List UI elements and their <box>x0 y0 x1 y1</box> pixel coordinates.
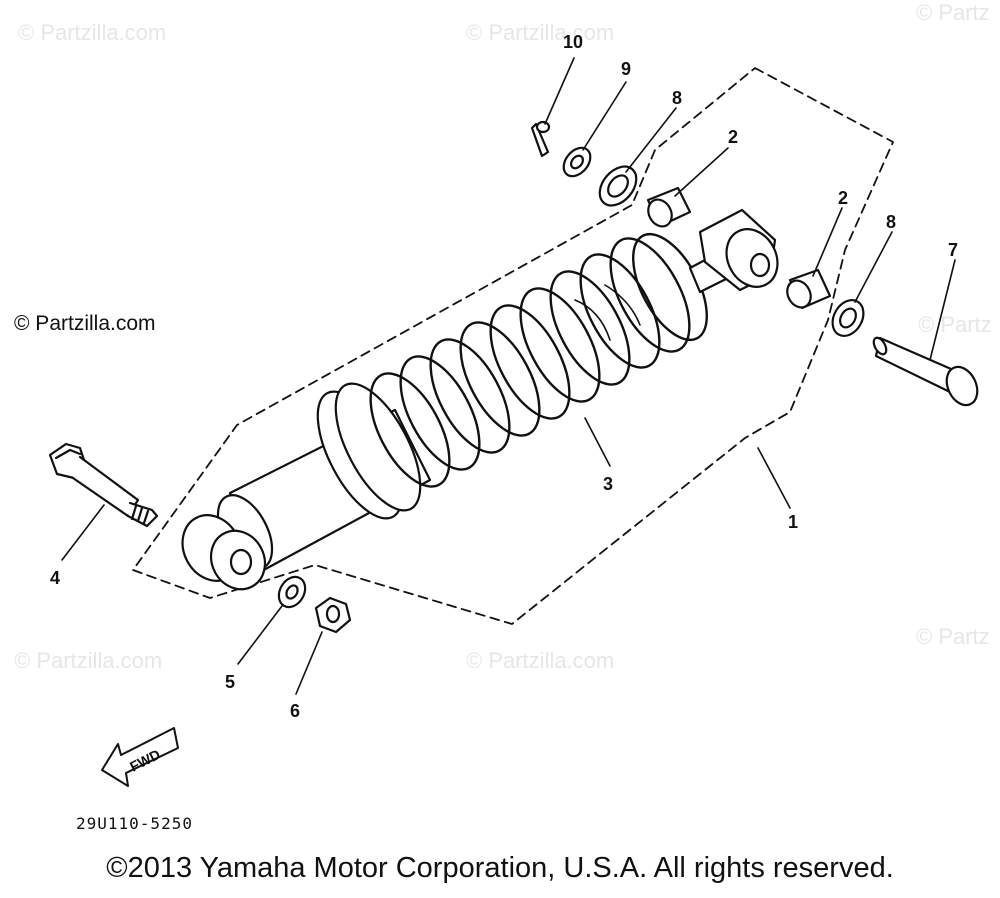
part-seal-right <box>831 299 865 337</box>
callout-9: 9 <box>621 59 631 79</box>
copyright-notice: ©2013 Yamaha Motor Corporation, U.S.A. A… <box>106 852 894 884</box>
leader-8-upper <box>625 107 677 173</box>
leader-1 <box>757 447 791 509</box>
part-seal-upper <box>598 165 638 207</box>
leader-8-right <box>854 231 893 303</box>
callout-8-right: 8 <box>886 212 896 232</box>
part-pin <box>872 336 979 407</box>
part-spring-seat <box>316 382 422 520</box>
callout-8-upper: 8 <box>672 88 682 108</box>
part-cotter-pin <box>530 120 551 158</box>
fwd-arrow-icon <box>101 727 179 787</box>
callout-1: 1 <box>788 512 798 532</box>
watermark-top-left: © Partzilla.com <box>18 20 167 45</box>
leader-5 <box>237 605 283 665</box>
watermark-bottom-right: © Partz <box>916 624 990 649</box>
callout-3: 3 <box>603 474 613 494</box>
part-bolt <box>48 442 159 528</box>
watermark-mid-left: © Partzilla.com <box>14 312 156 335</box>
part-washer-lower <box>277 575 307 609</box>
watermark-top-right: © Partz <box>916 0 990 25</box>
leader-2-right <box>812 207 843 277</box>
part-bushing-right <box>786 268 832 310</box>
leader-4 <box>61 504 105 561</box>
watermark-bottom-left: © Partzilla.com <box>14 648 163 673</box>
leader-10 <box>544 57 575 125</box>
callout-5: 5 <box>225 672 235 692</box>
callout-7: 7 <box>948 240 958 260</box>
callout-2-upper: 2 <box>728 127 738 147</box>
leader-lines <box>61 57 956 695</box>
callout-6: 6 <box>290 701 300 721</box>
part-spring <box>369 232 708 488</box>
leader-7 <box>929 259 956 361</box>
callout-numbers: 10 9 8 2 2 8 7 3 1 4 5 6 <box>50 32 958 721</box>
leader-3 <box>584 417 611 467</box>
assembly-dashed-outline <box>132 67 894 625</box>
callout-2-right: 2 <box>838 188 848 208</box>
part-upper-mount <box>688 208 779 294</box>
watermark-bottom-center: © Partzilla.com <box>466 648 615 673</box>
part-nut <box>314 596 352 634</box>
callout-4: 4 <box>50 568 60 588</box>
part-bushing-upper <box>646 186 692 228</box>
leader-2-upper <box>674 147 729 197</box>
leader-9 <box>582 81 627 151</box>
watermark-top-center: © Partzilla.com <box>466 20 615 45</box>
callout-10: 10 <box>563 32 583 52</box>
watermark-mid-right: © Partz <box>918 312 992 337</box>
leader-6 <box>295 631 323 695</box>
part-washer-upper <box>562 146 592 178</box>
diagram-code: 29U110-5250 <box>76 814 193 833</box>
